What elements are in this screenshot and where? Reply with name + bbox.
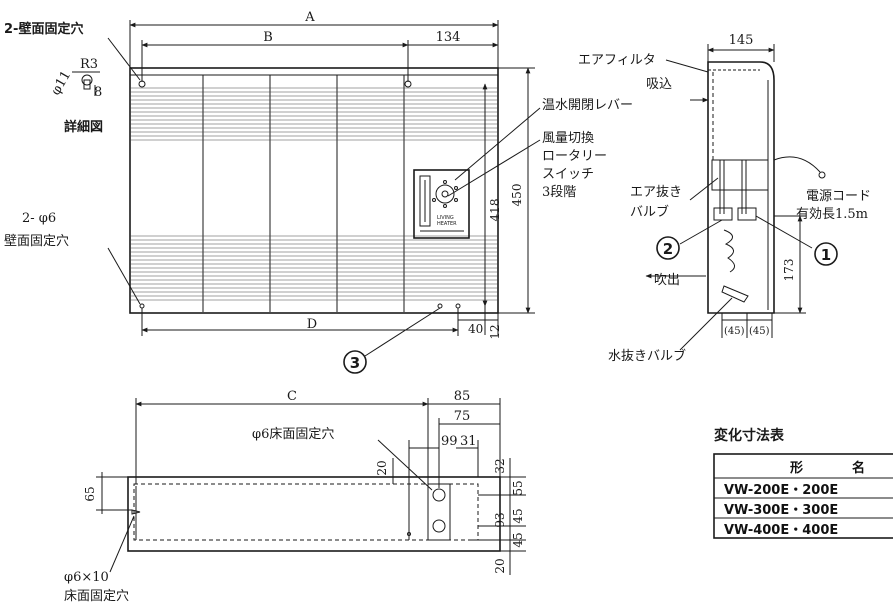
label-wall-holes-left-2: 壁面固定穴 (4, 234, 69, 249)
label-floor-holes: φ6床面固定穴 (252, 427, 334, 442)
label-switch-3: スイッチ (542, 167, 594, 182)
callout-3: 3 (350, 354, 360, 372)
label-switch-2: ロータリー (542, 149, 607, 164)
front-cabinet (129, 67, 499, 314)
label-power-cord-1: 電源コード (806, 189, 871, 204)
front-top-grille (130, 87, 498, 141)
detail-title: 詳細図 (64, 119, 103, 135)
dim-450: 450 (510, 184, 524, 207)
bottom-dim-C: C (287, 389, 297, 404)
label-floor-holes2-1: φ6×10 (64, 570, 109, 585)
callout-3-circle (343, 350, 367, 374)
detail-hole: R3 φ11 8 詳細図 (48, 57, 103, 135)
side-body (707, 61, 775, 314)
panel-brand-2: HEATER (437, 221, 457, 227)
bottom-dim-45a: 45 (511, 508, 525, 523)
bottom-dim-99: 99 (441, 434, 458, 449)
dim-D: D (307, 317, 317, 332)
dim-134: 134 (436, 30, 461, 45)
panel-brand-1: LIVING (437, 215, 454, 221)
bottom-hole-left (139, 303, 145, 309)
label-wall-holes-top: 2-壁面固定穴 (4, 21, 83, 37)
bottom-hole-right (455, 303, 461, 309)
label-intake: 吸込 (646, 77, 672, 92)
label-air-vent-2: バルブ (630, 204, 669, 220)
front-panel-dividers (130, 74, 498, 312)
table-row-2: VW-300E・300E (724, 503, 838, 518)
bottom-dim-45b: 45 (511, 532, 525, 547)
table-title: 変化寸法表 (714, 427, 785, 444)
bottom-dim-20a: 20 (375, 460, 389, 475)
dim-A: A (304, 10, 315, 25)
dimension-table: 変化寸法表 形 名 VW-200E・200E VW-300E・300E VW-4… (713, 427, 893, 539)
bottom-hole-mid (437, 303, 443, 309)
detail-phi11: φ11 (48, 68, 74, 98)
callout-2-circle (656, 236, 680, 260)
bottom-dim-65: 65 (83, 486, 97, 501)
bottom-dim-32: 32 (493, 458, 507, 473)
label-switch-1: 風量切換 (542, 131, 594, 146)
bottom-dim-75: 75 (454, 409, 471, 424)
callout-1-circle (814, 242, 838, 266)
label-switch-4: 3段階 (542, 185, 576, 200)
table-header-1: 形 (790, 461, 803, 476)
front-view: LIVING HEATER A B 134 418 450 D (4, 10, 633, 374)
side-dim-45b: (45) (749, 326, 770, 337)
side-dim-145: 145 (729, 33, 754, 48)
bottom-dim-85: 85 (454, 389, 471, 404)
table-row-3: VW-400E・400E (724, 523, 838, 538)
control-panel: LIVING HEATER (413, 169, 470, 239)
detail-8: 8 (94, 85, 102, 100)
dim-40: 40 (468, 322, 483, 336)
dim-418: 418 (488, 199, 502, 222)
callout-2: 2 (663, 240, 673, 258)
detail-R3: R3 (80, 57, 98, 72)
bottom-dim-31: 31 (460, 434, 477, 449)
bottom-dim-20b: 20 (493, 558, 507, 573)
callout-1: 1 (821, 246, 831, 264)
dim-12: 12 (488, 324, 502, 339)
label-outlet: 吹出 (654, 273, 680, 288)
label-air-vent-1: エア抜き (630, 184, 682, 200)
front-bottom-grille (130, 235, 498, 301)
bottom-view: C 85 75 99 31 φ6床面固定穴 20 32 55 93 45 45 … (64, 389, 526, 604)
bottom-dim-93: 93 (493, 512, 507, 527)
label-power-cord-2: 有効長1.5m (796, 207, 868, 222)
table-header-2: 名 (852, 460, 865, 476)
side-view: 145 173 (45) (45) エアフィルタ 吸込 エア抜き バルブ 電源コ… (578, 33, 871, 364)
label-drain: 水抜きバルブ (608, 348, 686, 364)
table-row-1: VW-200E・200E (724, 483, 838, 498)
label-wall-holes-left-1: 2- φ6 (22, 211, 56, 226)
label-valve-lever: 温水開閉レバー (542, 98, 633, 113)
label-air-filter: エアフィルタ (578, 53, 656, 68)
bottom-dim-55: 55 (511, 480, 525, 495)
dim-B: B (263, 30, 273, 45)
label-floor-holes2-2: 床面固定穴 (64, 589, 129, 604)
side-dim-45a: (45) (724, 326, 745, 337)
side-dim-173: 173 (782, 259, 796, 282)
